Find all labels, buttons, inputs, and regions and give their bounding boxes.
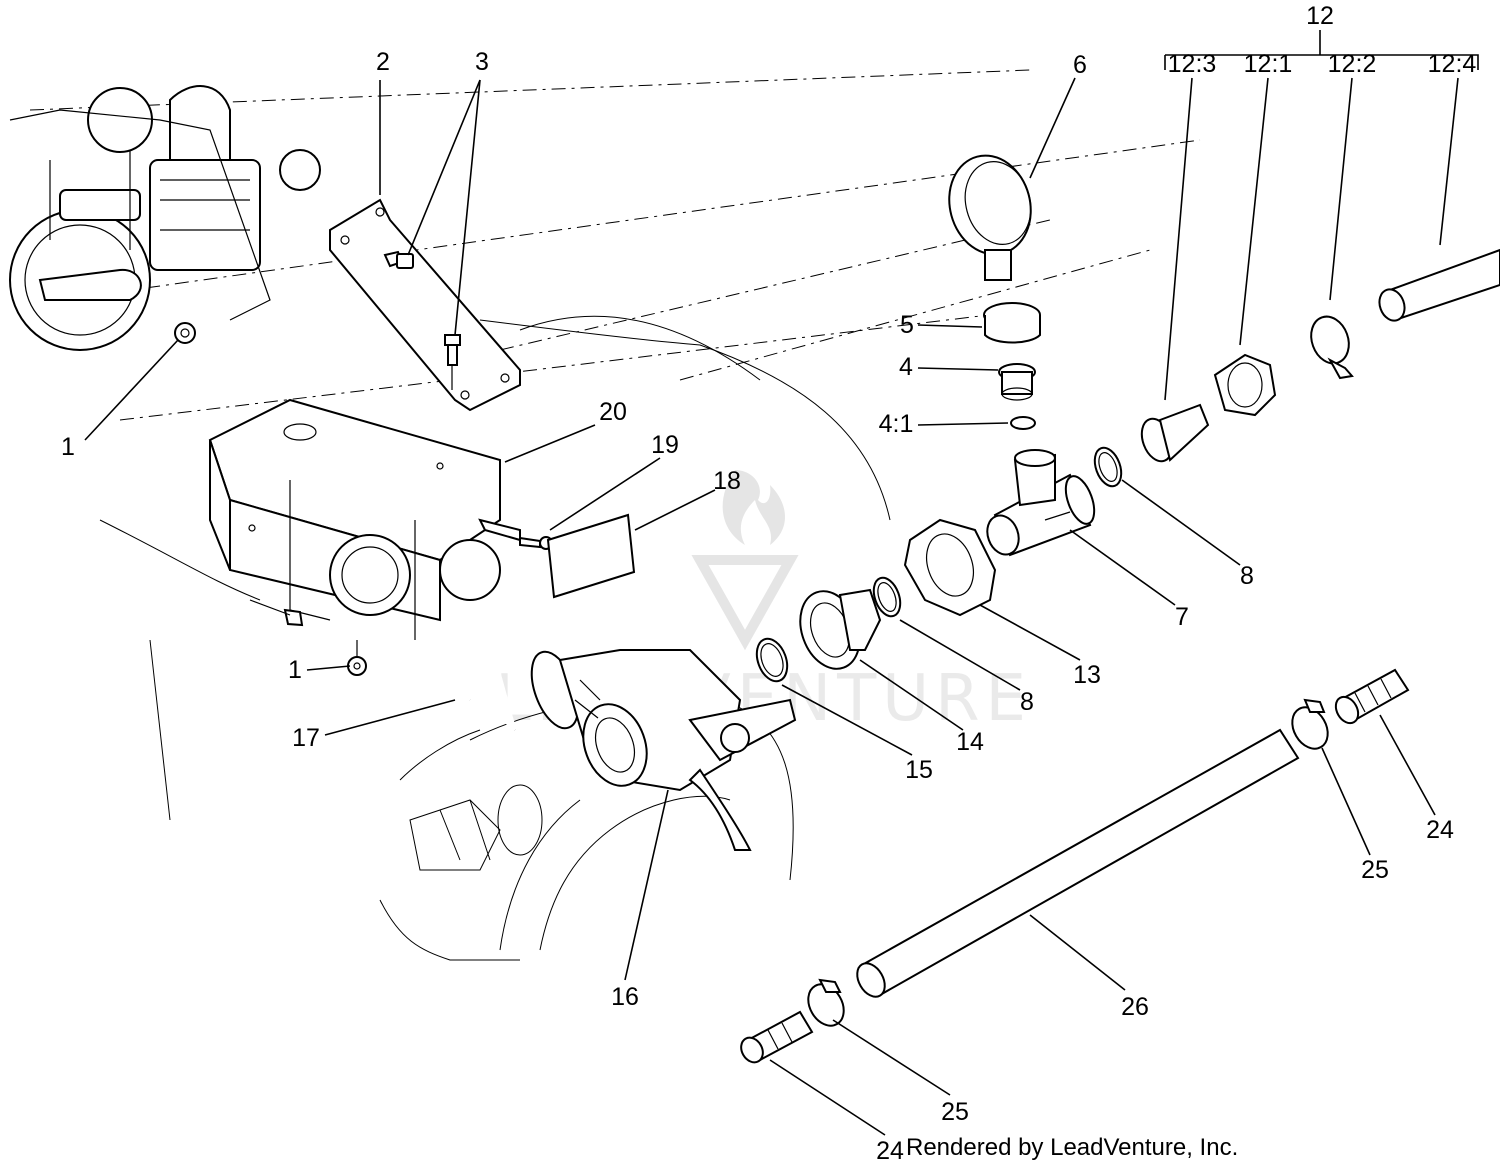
part-5-nut [983,302,1041,344]
part-6-gauge [948,154,1032,281]
callout-7: 7 [1175,603,1189,631]
part-18-decal [546,513,636,599]
callout-4: 4 [899,353,913,381]
callout-19: 19 [651,431,679,459]
callout-14: 14 [956,728,984,756]
callout-2: 2 [376,48,390,76]
part-12-1-nut [1213,353,1277,417]
part-26-hose [856,728,1300,998]
part-2-bracket [329,198,521,412]
part-12-3-clamp [1310,315,1354,380]
part-1-nuts [174,322,367,676]
part-25-lower-clamp [807,978,845,1027]
callout-26: 26 [1121,993,1149,1021]
callout-4-1: 4:1 [879,410,914,438]
callout-8-lower: 8 [1020,688,1034,716]
leader-lines [84,30,1479,1136]
part-19-screw [519,536,553,550]
credit-text: Rendered by LeadVenture, Inc. [906,1134,1238,1161]
part-12-2-hose-barb [1140,403,1210,463]
part-4-fitting [998,363,1036,401]
part-24-upper-barb [1334,668,1410,725]
part-16-valve [530,649,797,851]
callout-1-upper: 1 [61,433,75,461]
callout-17: 17 [292,724,320,752]
callout-18: 18 [713,467,741,495]
callout-20: 20 [599,398,627,426]
part-8-upper-o-ring [1093,446,1123,488]
part-12-4-hose [1378,248,1500,322]
callout-25-lower: 25 [941,1098,969,1126]
callout-5: 5 [900,311,914,339]
callout-16: 16 [611,983,639,1011]
part-24-lower-barb [740,1010,814,1064]
callout-12-2: 12:3 [1168,50,1217,78]
callout-6: 6 [1073,51,1087,79]
part-13-coupling-nut [903,518,997,617]
callout-1-lower: 1 [288,656,302,684]
callout-3: 3 [475,48,489,76]
part-7-tee-fitting [986,449,1096,557]
part-17-u-clip [458,620,517,731]
pump-assembly [9,85,321,351]
callout-24-lower: 24 [876,1137,904,1165]
part-4-1-o-ring [1010,416,1036,430]
part-3-bolts [383,250,461,390]
part-20-enclosure [208,398,521,640]
callout-15: 15 [905,756,933,784]
callout-25-upper: 25 [1361,856,1389,884]
callout-24-upper: 24 [1426,816,1454,844]
callout-12-3: 12:2 [1328,50,1377,78]
callout-labels: 12 12:3 12:1 12:2 12:4 1 1 2 3 4 4:1 5 6… [61,2,1476,1165]
callout-12: 12 [1306,2,1334,30]
callout-8-upper: 8 [1240,562,1254,590]
lower-left-fittings [409,784,543,871]
callout-13: 13 [1073,661,1101,689]
callout-12-4: 12:4 [1428,50,1477,78]
callout-12-1: 12:1 [1244,50,1293,78]
part-14-adapter [799,588,882,670]
part-25-upper-clamp [1291,698,1329,750]
part-15-o-ring [755,637,789,683]
part-8-lower-o-ring [872,576,902,618]
